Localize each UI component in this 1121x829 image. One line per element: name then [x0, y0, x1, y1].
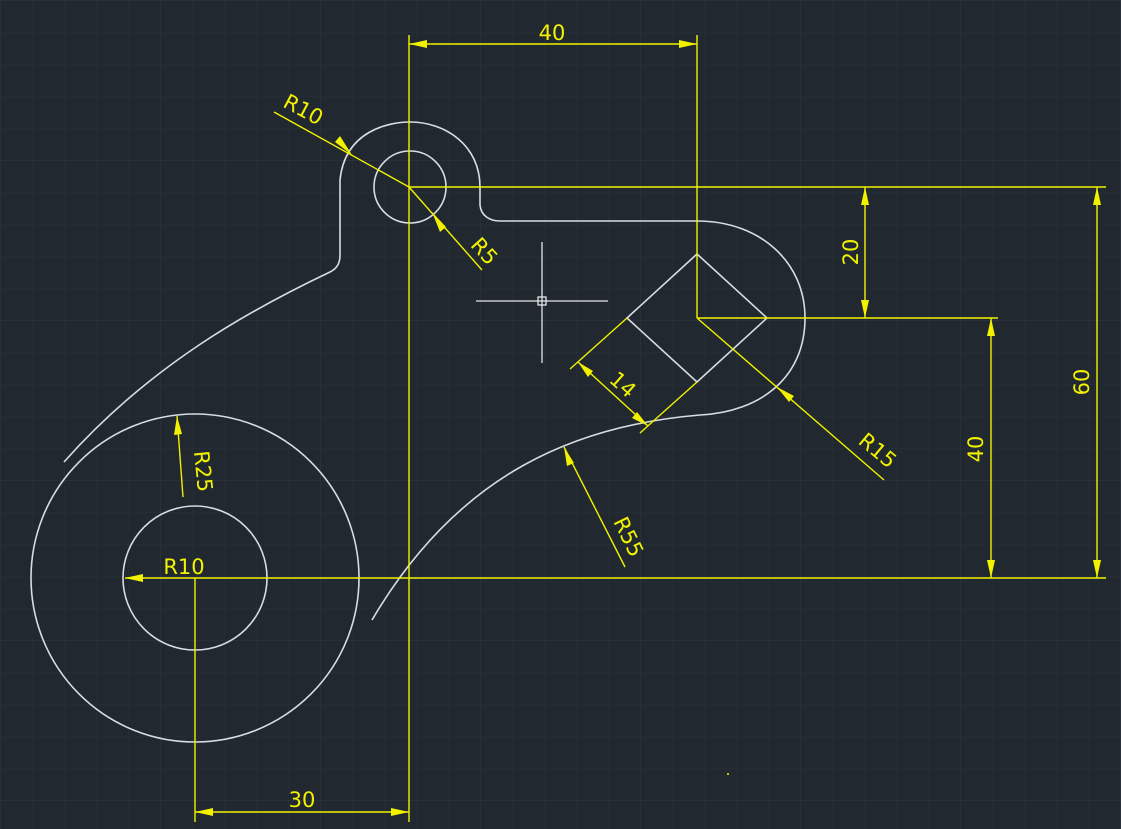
dim-text-upper-20: 20: [839, 239, 863, 266]
dim-text-r10-bottom: R10: [163, 555, 204, 579]
dim-text-right-60: 60: [1070, 369, 1094, 396]
dim-text-bottom-30: 30: [289, 788, 316, 812]
stray-point: [727, 773, 729, 775]
crosshair-cursor[interactable]: [476, 242, 608, 363]
outer-profile: [63, 121, 806, 621]
dim-text-top-40: 40: [539, 21, 566, 45]
dimension-arrows: [125, 40, 1101, 816]
dim-text-r25: R25: [189, 449, 217, 493]
dim-text-right-40: 40: [964, 436, 988, 463]
